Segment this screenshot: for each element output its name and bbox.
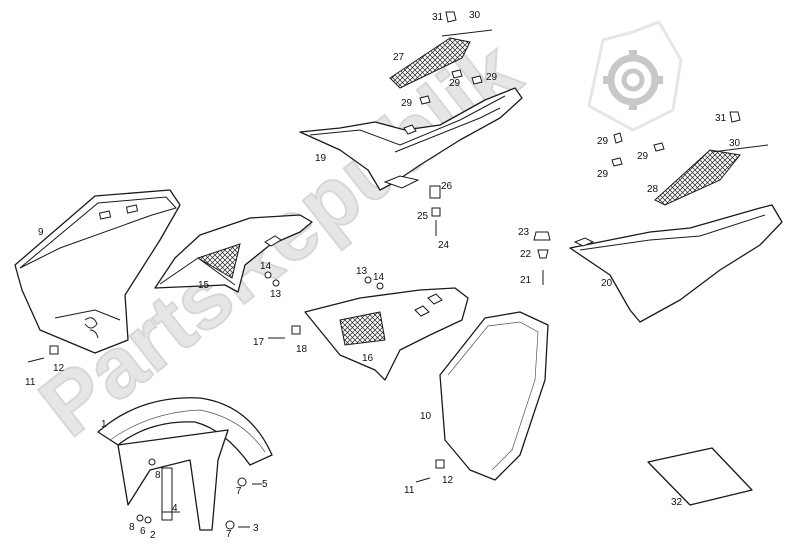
part-29-clip-f: [611, 157, 623, 167]
part-18-nut: [291, 325, 301, 335]
part-7-washer-b: [225, 520, 235, 530]
part-28-mesh: [654, 149, 741, 206]
part-labels: 1 2 3 4 5 6 7 7 8 8 9 10 11 11 12 12 13 …: [25, 10, 741, 541]
label-8a: 8: [155, 470, 161, 481]
label-32: 32: [671, 497, 683, 508]
label-29f: 29: [597, 169, 609, 180]
label-24: 24: [438, 240, 450, 251]
label-25: 25: [417, 211, 429, 222]
label-29e: 29: [637, 151, 649, 162]
label-29a: 29: [449, 78, 461, 89]
label-23: 23: [518, 227, 530, 238]
part-13-nut-a: [272, 279, 280, 287]
part-29-clip-d: [613, 132, 623, 144]
part-15-cowl: [154, 214, 313, 293]
label-31a: 31: [432, 12, 444, 23]
part-19-upper-tail: [299, 87, 523, 191]
part-24-26-stack: [429, 185, 441, 236]
part-27-mesh: [389, 37, 471, 89]
label-26: 26: [441, 181, 453, 192]
label-29b: 29: [486, 72, 498, 83]
part-31-clip-right: [729, 111, 741, 123]
label-4: 4: [172, 503, 178, 514]
label-2: 2: [150, 530, 156, 541]
part-29-clip-b: [471, 75, 483, 85]
part-8-washer-b: [136, 514, 144, 522]
label-14b: 14: [373, 272, 385, 283]
gear-icon: [587, 20, 683, 132]
part-21-23-fasteners: [533, 231, 551, 285]
part-29-clip-c: [419, 95, 431, 105]
part-8-washer-a: [148, 458, 156, 466]
part-30-rod: [441, 29, 493, 37]
part-12-grommet-b: [435, 459, 445, 469]
label-13a: 13: [270, 289, 282, 300]
part-29-clip-e: [653, 142, 665, 152]
label-28: 28: [647, 184, 659, 195]
label-20: 20: [601, 278, 613, 289]
label-14a: 14: [260, 261, 272, 272]
part-7-washer-a: [237, 477, 247, 487]
label-19: 19: [315, 153, 327, 164]
part-14-washer-b: [364, 276, 372, 284]
label-12a: 12: [53, 363, 65, 374]
label-8b: 8: [129, 522, 135, 533]
label-21: 21: [520, 275, 532, 286]
part-9-side-panel: [14, 189, 181, 354]
label-11a: 11: [25, 377, 36, 388]
label-15: 15: [198, 280, 210, 291]
label-16: 16: [362, 353, 374, 364]
part-29-clip-a: [451, 69, 463, 79]
label-3: 3: [253, 523, 259, 534]
label-6: 6: [140, 526, 146, 537]
label-9: 9: [38, 227, 44, 238]
part-30-rod-right: [711, 144, 769, 153]
label-30b: 30: [729, 138, 741, 149]
part-16-side-cover: [304, 287, 469, 381]
label-7b: 7: [226, 529, 232, 540]
part-12-grommet-a: [49, 345, 59, 355]
part-20-right-tail: [569, 204, 783, 323]
part-32-decal: [647, 447, 753, 506]
part-13-nut-b: [376, 282, 384, 290]
label-12b: 12: [442, 475, 454, 486]
part-14-washer-a: [264, 271, 272, 279]
label-11b: 11: [404, 485, 415, 496]
label-29c: 29: [401, 98, 413, 109]
label-7a: 7: [236, 486, 242, 497]
label-17: 17: [253, 337, 265, 348]
part-1-mudguard: [97, 397, 273, 531]
part-31-clip: [445, 11, 457, 23]
part-11-screw-b: [415, 477, 431, 483]
label-18: 18: [296, 344, 308, 355]
label-30a: 30: [469, 10, 481, 21]
label-22: 22: [520, 249, 532, 260]
label-13b: 13: [356, 266, 368, 277]
label-10: 10: [420, 411, 432, 422]
part-11-screw-a: [27, 357, 45, 363]
label-1: 1: [101, 419, 107, 430]
label-27: 27: [393, 52, 405, 63]
part-6-nut: [144, 516, 152, 524]
label-5: 5: [262, 479, 268, 490]
label-29d: 29: [597, 136, 609, 147]
part-10-clear-panel: [439, 311, 549, 481]
label-31b: 31: [715, 113, 727, 124]
